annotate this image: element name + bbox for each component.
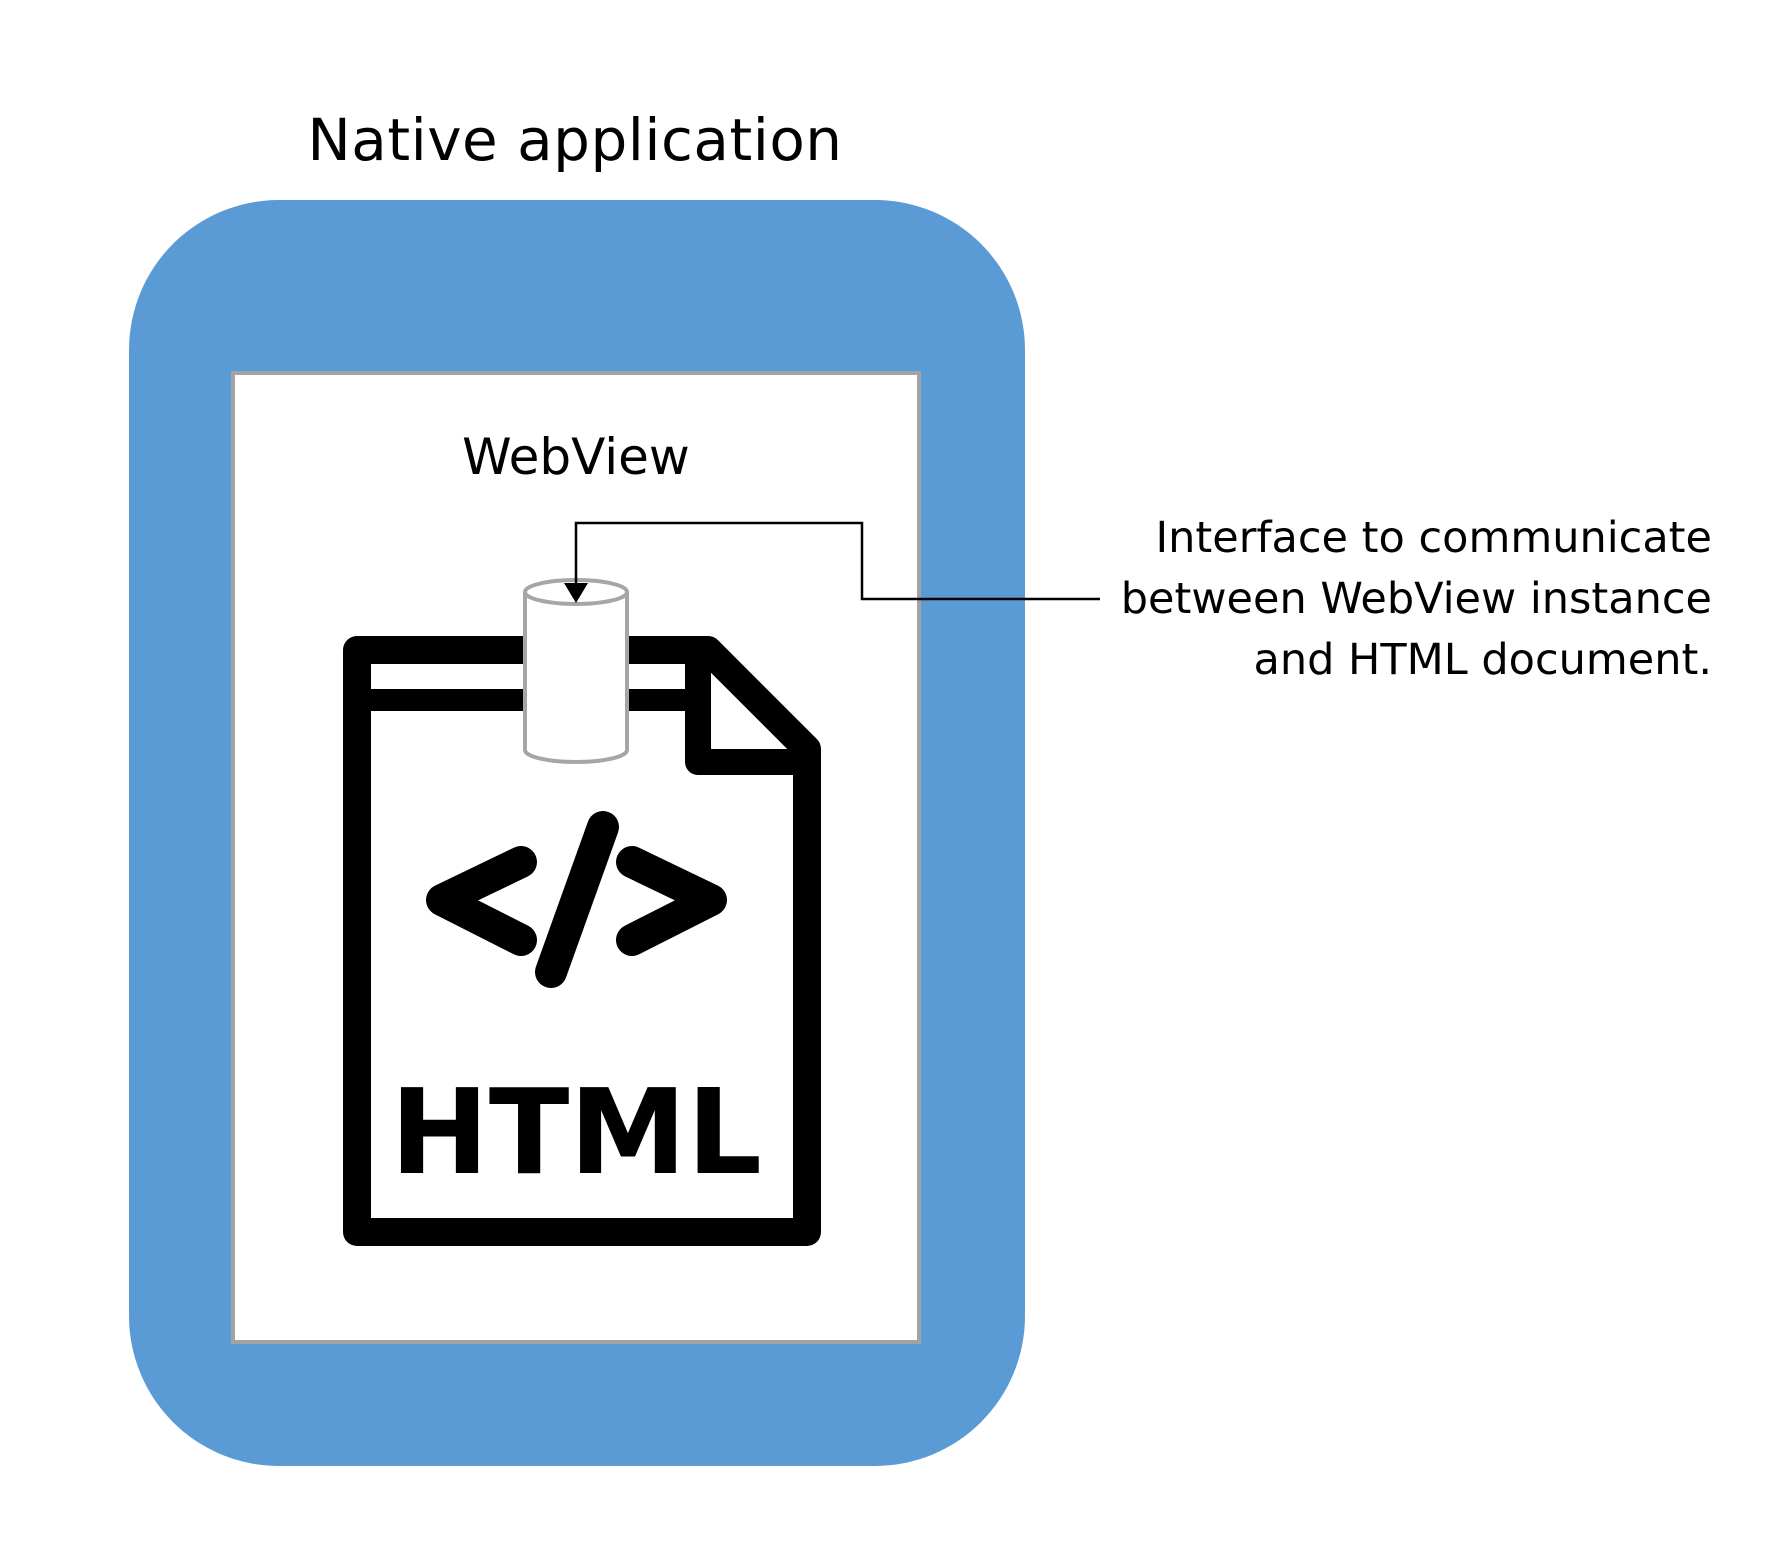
- diagram-title: Native application: [307, 106, 843, 174]
- annotation-line-3: and HTML document.: [1253, 635, 1712, 685]
- cylinder-icon: [523, 578, 629, 764]
- code-bracket-left: [426, 846, 537, 956]
- html-document-label: HTML: [390, 1063, 762, 1201]
- annotation-line-1: Interface to communicate: [1155, 513, 1712, 563]
- annotation-line-2: between WebView instance: [1120, 574, 1712, 624]
- html-file-icon: HTML: [343, 636, 821, 1246]
- webview-label: WebView: [462, 428, 690, 486]
- code-bracket-right: [616, 846, 727, 956]
- code-slash: [535, 811, 619, 988]
- arrow-connector: [564, 521, 1100, 603]
- code-symbol-icon: [426, 811, 727, 988]
- document-outline: [343, 636, 821, 1246]
- arrow-head-icon: [564, 583, 588, 603]
- cylinder-body: [523, 592, 629, 764]
- connector-line: [574, 521, 1100, 601]
- document-fold-corner: [685, 660, 797, 775]
- interface-annotation: Interface to communicate between WebView…: [1100, 508, 1712, 691]
